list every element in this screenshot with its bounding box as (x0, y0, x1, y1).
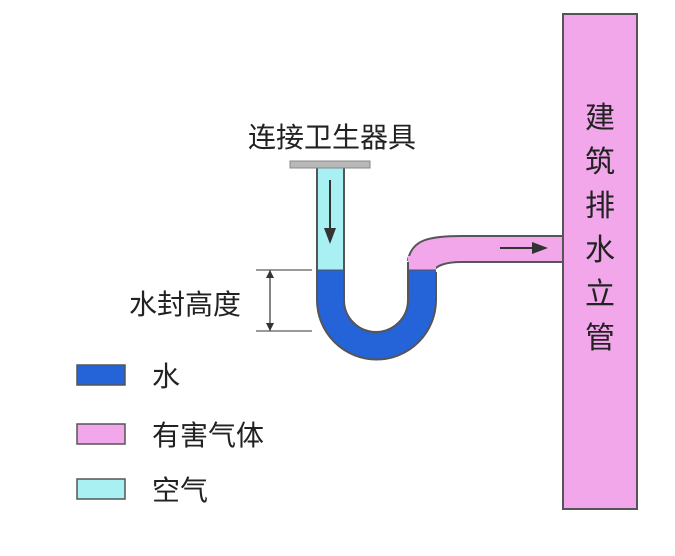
fixture-flange (289, 160, 371, 169)
stack-label-char-4: 水 (585, 233, 615, 268)
legend-swatch-water (76, 364, 126, 386)
right-arrow-head (532, 242, 548, 254)
outlet-leg-gas-fill (408, 256, 436, 270)
connector-pipe (406, 235, 564, 274)
fixture-label: 连接卫生器具 (248, 121, 416, 154)
legend-label-air: 空气 (152, 474, 208, 507)
stack-label-char-6: 管 (585, 321, 615, 356)
stack-label-char-2: 筑 (585, 145, 615, 180)
legend-swatch-air (76, 478, 126, 500)
legend-swatch-gas (76, 423, 126, 445)
seal-height-arrow-up (266, 270, 274, 278)
stack-label-char-1: 建 (585, 101, 615, 136)
trap-outline-outer (316, 166, 437, 361)
drainage-stack (562, 13, 638, 510)
u-bend-water (317, 270, 436, 360)
legend-label-water: 水 (152, 360, 180, 393)
down-arrow-head (324, 228, 336, 244)
stack-label-char-3: 排 (585, 189, 615, 224)
legend: 水 有害气体 空气 (76, 360, 264, 507)
legend-label-gas: 有害气体 (152, 419, 264, 452)
trap-outline-inner (343, 166, 409, 333)
seal-height-label: 水封高度 (129, 288, 241, 321)
stack-label-char-5: 立 (585, 277, 615, 312)
seal-height-arrow-down (266, 323, 274, 331)
